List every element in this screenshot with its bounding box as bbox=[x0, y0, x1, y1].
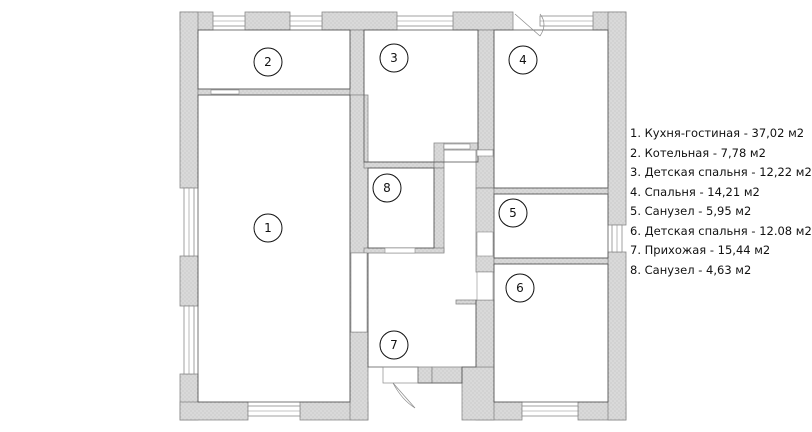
wall-entrance-right-a bbox=[417, 366, 433, 384]
room-outline-2 bbox=[197, 29, 351, 90]
wall-r1-right-a bbox=[349, 94, 369, 254]
door-r3 bbox=[443, 143, 471, 150]
room-marker-1: 1 bbox=[253, 213, 283, 243]
door-r4 bbox=[476, 149, 494, 157]
room-number-5: 5 bbox=[509, 206, 517, 220]
room-number-6: 6 bbox=[516, 281, 524, 295]
door-r5 bbox=[476, 231, 494, 257]
legend-item-2: 2. Котельная - 7,78 м2 bbox=[630, 145, 766, 160]
door-frame-entrance bbox=[382, 366, 419, 384]
room-outline-6 bbox=[493, 263, 609, 403]
door-swing-r4-arc bbox=[539, 13, 545, 37]
room-outlines bbox=[197, 29, 609, 403]
exterior-walls bbox=[179, 11, 627, 421]
door-swings bbox=[382, 13, 545, 409]
legend-item-5: 5. Санузел - 5,95 м2 bbox=[630, 204, 752, 218]
door-swing-entrance bbox=[392, 382, 416, 409]
room-number-3: 3 bbox=[390, 51, 398, 65]
legend-item-1: 1. Кухня-гостиная - 37,02 м2 bbox=[630, 126, 805, 140]
door-r2 bbox=[210, 89, 240, 95]
room-number-1: 1 bbox=[264, 221, 272, 235]
room-marker-5: 5 bbox=[498, 198, 528, 228]
room-marker-7: 7 bbox=[379, 330, 409, 360]
room-marker-6: 6 bbox=[505, 273, 535, 303]
wall-right-2 bbox=[607, 251, 627, 421]
door-r6 bbox=[476, 271, 494, 301]
wall-left-2 bbox=[179, 255, 199, 307]
room-outline-3 bbox=[363, 29, 479, 163]
room-outline-4 bbox=[493, 29, 609, 189]
legend-item-8: 8. Санузел - 4,63 м2 bbox=[630, 262, 752, 277]
room-markers: 1 2 3 4 5 6 7 8 bbox=[253, 43, 538, 360]
door-living bbox=[350, 252, 368, 333]
legend-item-7: 7. Прихожая - 15,44 м2 bbox=[630, 243, 771, 257]
door-swing-entrance-arc bbox=[392, 382, 416, 409]
room-outline-1 bbox=[197, 94, 351, 403]
door-r8 bbox=[384, 247, 416, 254]
interior-walls bbox=[197, 29, 609, 368]
wall-r6-left bbox=[475, 299, 495, 368]
wall-stub-7 bbox=[455, 299, 477, 305]
wall-r2-right bbox=[349, 29, 365, 96]
room-outline-5 bbox=[493, 193, 609, 259]
wall-top-2 bbox=[244, 11, 291, 31]
wall-r5-left bbox=[475, 187, 495, 273]
wall-top-3 bbox=[321, 11, 398, 31]
room-marker-4: 4 bbox=[508, 45, 538, 75]
wall-r5-bottom bbox=[493, 257, 609, 265]
legend-item-3: 3. Детская спальня - 12,22 м2 bbox=[630, 165, 812, 179]
wall-r3-bottom-a bbox=[363, 161, 435, 169]
room-number-4: 4 bbox=[519, 53, 527, 67]
wall-r3-right bbox=[477, 29, 495, 151]
room-outline-7 bbox=[367, 253, 477, 384]
legend-item-6: 6. Детская спальня - 12.08 м2 bbox=[630, 223, 812, 238]
wall-r4-bottom bbox=[493, 187, 609, 195]
room-number-7: 7 bbox=[390, 338, 398, 352]
wall-right-1 bbox=[607, 11, 627, 226]
room-marker-3: 3 bbox=[379, 43, 409, 73]
door-swing-r4 bbox=[514, 13, 541, 37]
wall-bottom-1 bbox=[179, 401, 249, 421]
room-marker-8: 8 bbox=[372, 173, 402, 203]
wall-entrance-left bbox=[349, 331, 369, 421]
wall-top-4 bbox=[452, 11, 514, 31]
legend-item-4: 4. Спальня - 14,21 м2 bbox=[630, 184, 760, 199]
room-legend: 1. Кухня-гостиная - 37,02 м2 2. Котельна… bbox=[630, 124, 812, 280]
wall-r3-bottom-b bbox=[433, 142, 445, 169]
room-number-8: 8 bbox=[383, 181, 391, 195]
wall-entrance-right-b bbox=[431, 366, 463, 384]
wall-left-1 bbox=[179, 11, 199, 189]
doors bbox=[210, 89, 494, 333]
room-marker-2: 2 bbox=[253, 47, 283, 77]
wall-entrance-right-c bbox=[461, 366, 495, 421]
wall-r8-right bbox=[433, 167, 445, 253]
room-number-2: 2 bbox=[264, 55, 272, 69]
